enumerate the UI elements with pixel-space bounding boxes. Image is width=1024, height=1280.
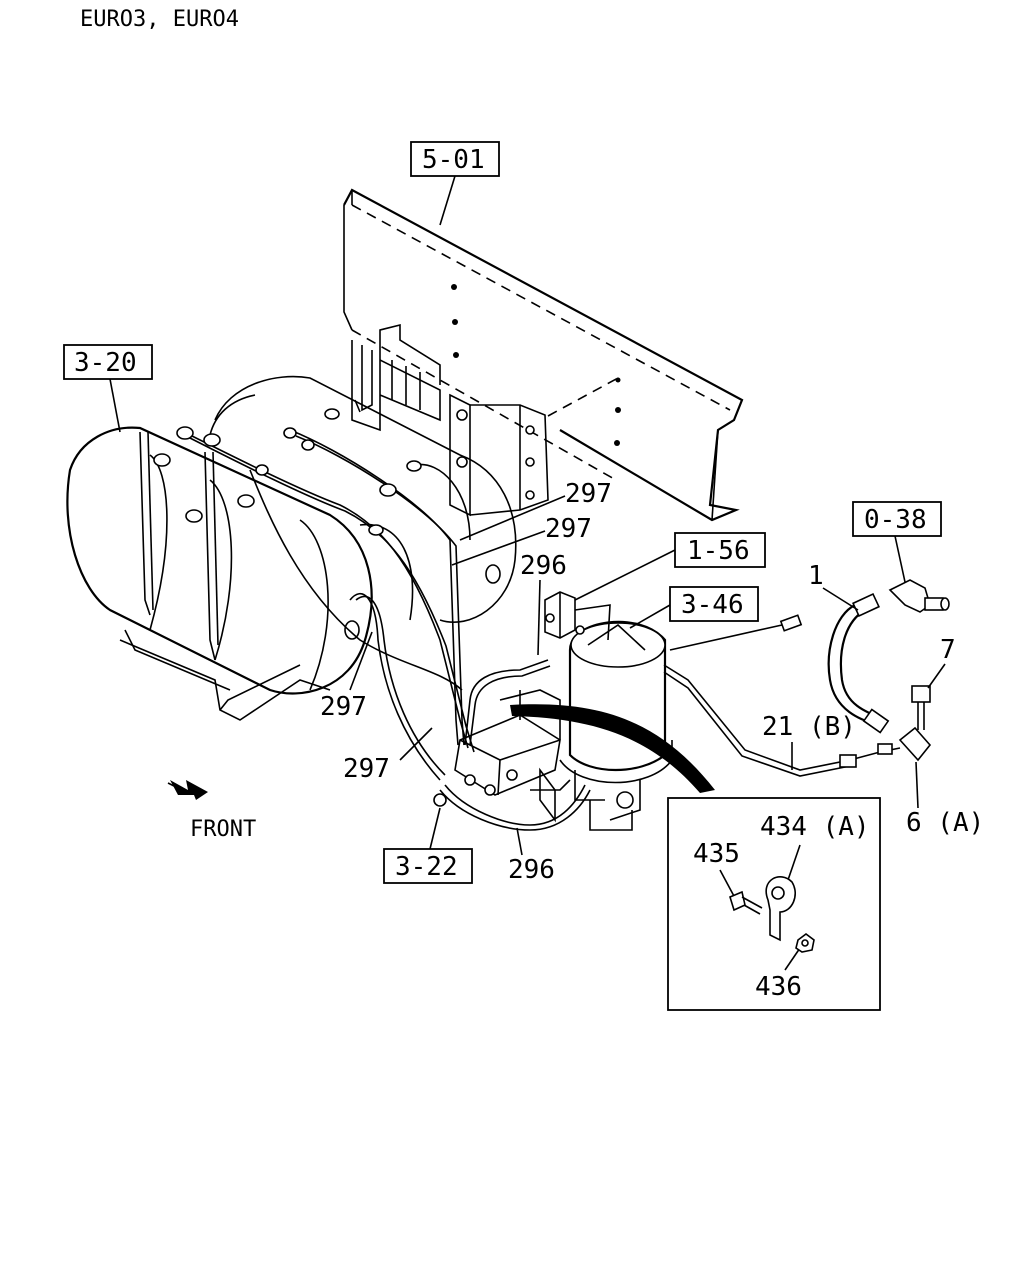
svg-text:3-22: 3-22 — [395, 852, 458, 882]
ref-box-3-46[interactable]: 3-46 — [669, 586, 759, 622]
ref-box-5-01[interactable]: 5-01 — [410, 141, 500, 177]
flex-hose — [827, 592, 890, 734]
elbow-fitting — [888, 579, 950, 613]
variant-header: EURO3, EURO4 — [80, 7, 239, 32]
tee-fitting — [839, 685, 932, 768]
ref-box-0-38[interactable]: 0-38 — [852, 501, 942, 537]
label-434a-clip[interactable]: 434 (A) — [760, 812, 870, 842]
label-1-hose[interactable]: 1 — [808, 561, 824, 591]
label-435-bolt[interactable]: 435 — [693, 839, 740, 869]
ref-box-1-56[interactable]: 1-56 — [674, 532, 766, 568]
heater-hose — [510, 704, 715, 793]
label-436-nut[interactable]: 436 — [755, 972, 802, 1002]
svg-text:3-46: 3-46 — [681, 590, 744, 620]
label-297-lower[interactable]: 297 — [343, 754, 390, 784]
label-7-bolt[interactable]: 7 — [940, 635, 956, 665]
label-6a-tee[interactable]: 6 (A) — [906, 808, 984, 838]
svg-text:0-38: 0-38 — [864, 505, 927, 535]
front-arrow — [167, 780, 208, 800]
svg-text:1-56: 1-56 — [687, 536, 750, 566]
tank-bracket — [351, 323, 549, 517]
svg-text:5-01: 5-01 — [422, 145, 485, 175]
ref-box-3-22[interactable]: 3-22 — [383, 848, 473, 884]
label-21b-pipe[interactable]: 21 (B) — [762, 712, 856, 742]
label-296-upper[interactable]: 296 — [520, 551, 567, 581]
label-297-middle[interactable]: 297 — [545, 514, 592, 544]
label-296-lower[interactable]: 296 — [508, 855, 555, 885]
ref-box-3-20[interactable]: 3-20 — [63, 344, 153, 380]
front-label: FRONT — [190, 817, 256, 842]
label-297-left[interactable]: 297 — [320, 692, 367, 722]
pressure-switch-1-56 — [544, 591, 611, 641]
air-pipes — [176, 426, 591, 831]
label-297-upper[interactable]: 297 — [565, 479, 612, 509]
frame-rail — [343, 188, 744, 522]
inset-clip-detail: 434 (A) 435 436 — [667, 797, 881, 1011]
air-dryer — [530, 614, 851, 831]
svg-text:3-20: 3-20 — [74, 348, 137, 378]
air-tanks — [66, 375, 517, 721]
